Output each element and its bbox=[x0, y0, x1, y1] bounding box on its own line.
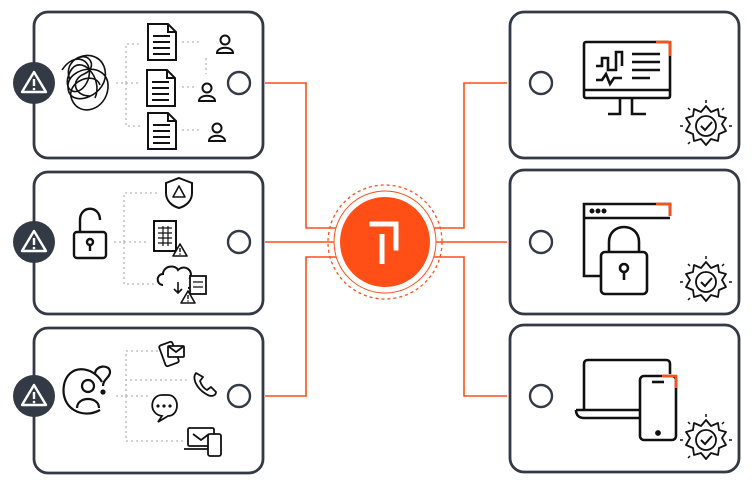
devices-icon bbox=[184, 427, 222, 457]
connector-port bbox=[226, 383, 252, 409]
warning-triangle-icon bbox=[11, 60, 57, 106]
left-card-unorganized-data bbox=[11, 10, 265, 160]
browser-lock-icon bbox=[582, 202, 672, 296]
cloud-server-warning-icon bbox=[156, 265, 207, 304]
connector-dots bbox=[116, 41, 207, 131]
spreadsheet-warning-icon bbox=[153, 220, 188, 257]
connector-port bbox=[528, 383, 554, 409]
chat-bubble-icon bbox=[151, 394, 178, 423]
unlocked-padlock-icon bbox=[72, 207, 108, 260]
left-card-security-risks bbox=[11, 170, 265, 316]
connector-dots bbox=[114, 192, 160, 285]
connector-port bbox=[226, 70, 252, 96]
analytics-monitor-icon bbox=[582, 40, 672, 116]
laptop-phone-icon bbox=[574, 358, 678, 442]
mobile-email-icon bbox=[158, 340, 185, 368]
connector-port bbox=[226, 229, 252, 255]
shield-warning-icon bbox=[165, 176, 193, 210]
connector-right-3 bbox=[430, 256, 507, 397]
connector-lines bbox=[265, 82, 507, 397]
right-card-secure-access bbox=[508, 168, 741, 316]
warning-triangle-icon bbox=[11, 373, 57, 419]
right-card-analytics bbox=[508, 10, 741, 160]
document-icon bbox=[147, 23, 177, 61]
tangled-scribble-icon bbox=[61, 54, 109, 111]
connector-dots bbox=[116, 350, 188, 442]
warning-triangle-icon bbox=[11, 219, 57, 265]
connector-right-1 bbox=[430, 82, 507, 229]
connector-left-1 bbox=[265, 82, 340, 229]
phone-icon bbox=[193, 372, 217, 397]
connector-port bbox=[528, 229, 554, 255]
brand-logo-icon bbox=[369, 221, 399, 251]
document-icon bbox=[146, 69, 176, 107]
document-icon bbox=[147, 112, 177, 150]
central-hub bbox=[327, 184, 443, 300]
left-card-communication-gaps bbox=[11, 326, 265, 475]
confused-user-icon bbox=[62, 365, 112, 415]
right-card-multi-device bbox=[508, 323, 741, 474]
connector-port bbox=[528, 70, 554, 96]
connector-left-3 bbox=[265, 256, 340, 397]
